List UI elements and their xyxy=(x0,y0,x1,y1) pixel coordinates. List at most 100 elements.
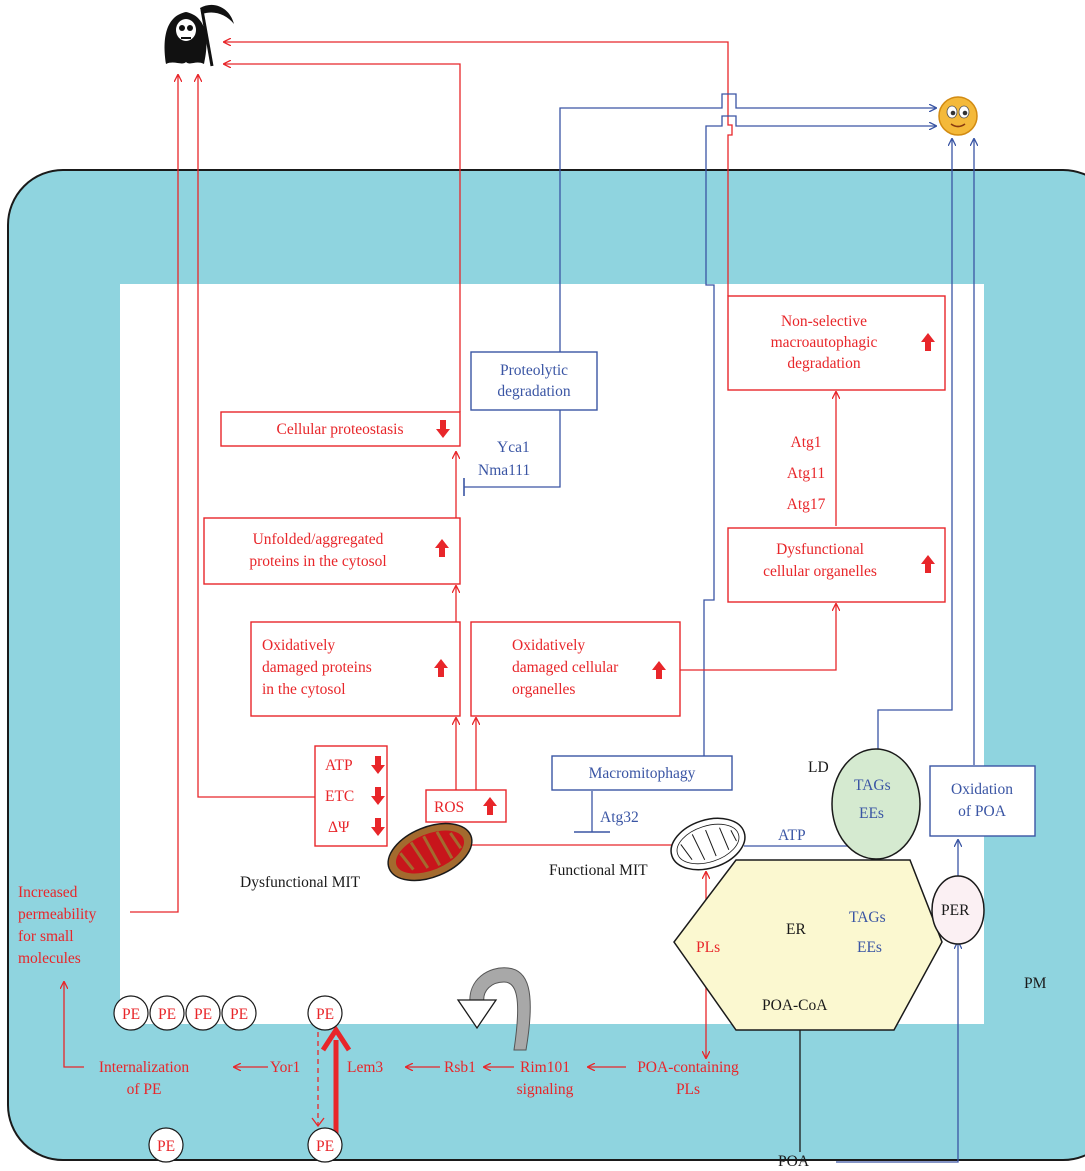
pe-circle-2: PE xyxy=(149,995,185,1031)
box-unfolded-proteins: Unfolded/aggregated proteins in the cyto… xyxy=(203,517,461,585)
label-per: PER xyxy=(941,902,970,919)
label-oxidation: Oxidation xyxy=(951,781,1013,798)
pe-label: PE xyxy=(230,1006,248,1023)
label-proteolytic: Proteolytic xyxy=(500,362,568,379)
label-ox-1: Oxidatively xyxy=(262,637,335,654)
label-er-tags: TAGs xyxy=(849,909,886,926)
label-oxo-2: damaged cellular xyxy=(512,659,619,676)
label-er: ER xyxy=(786,921,806,938)
label-lem3: Lem3 xyxy=(347,1059,383,1076)
label-delta-psi: ΔΨ xyxy=(328,819,350,836)
pe-label: PE xyxy=(157,1138,175,1155)
label-oxo-3: organelles xyxy=(512,681,575,698)
pe-label: PE xyxy=(316,1006,334,1023)
functional-mitochondrion xyxy=(670,817,746,871)
box-oxidation-poa: Oxidation of POA xyxy=(929,765,1036,837)
label-functional-mit: Functional MIT xyxy=(549,862,648,879)
label-internalization-2: of PE xyxy=(127,1081,162,1098)
label-cellular-organelles: cellular organelles xyxy=(763,563,877,580)
label-atg32: Atg32 xyxy=(600,809,639,826)
peroxisome xyxy=(931,875,985,945)
label-pls: PLs xyxy=(696,939,720,956)
grim-reaper-icon xyxy=(164,4,234,67)
box-ros: ROS xyxy=(425,789,507,823)
label-poa: POA xyxy=(778,1153,810,1170)
label-yor1: Yor1 xyxy=(270,1059,300,1076)
label-oxo-1: Oxidatively xyxy=(512,637,585,654)
label-poa-pls-2: PLs xyxy=(676,1081,700,1098)
autophagy-to-death-line xyxy=(224,42,733,296)
box-oxidatively-damaged-organelles: Oxidatively damaged cellular organelles xyxy=(470,621,681,717)
label-poa-coa: POA-CoA xyxy=(762,997,828,1014)
label-ld: LD xyxy=(808,759,829,776)
label-pm: PM xyxy=(1024,975,1047,992)
internalization-to-permeability-arrow xyxy=(64,982,84,1068)
pe-circle-5: PE xyxy=(307,995,343,1031)
box-non-selective-autophagy: Non-selective macroautophagic degradatio… xyxy=(727,295,946,391)
label-ox-3: in the cytosol xyxy=(262,681,346,698)
label-rim101-2: signaling xyxy=(517,1081,574,1098)
pe-label: PE xyxy=(316,1138,334,1155)
label-nma111: Nma111 xyxy=(478,462,530,479)
proteostasis-to-death-line xyxy=(224,64,461,412)
permeability-to-death-line xyxy=(130,75,178,913)
label-permeability-3: for small xyxy=(18,928,74,945)
label-ros: ROS xyxy=(434,799,464,816)
label-atp: ATP xyxy=(325,757,353,774)
box-mito-status: ATP ETC ΔΨ xyxy=(314,745,388,847)
label-ld-tags: TAGs xyxy=(854,777,891,794)
label-cellular-proteostasis: Cellular proteostasis xyxy=(277,421,404,438)
label-atg1: Atg1 xyxy=(791,434,822,451)
pe-circle-3: PE xyxy=(185,995,221,1031)
pe-circle-6: PE xyxy=(148,1127,184,1163)
lem3-thick-arrowhead xyxy=(320,1025,352,1052)
curved-arrow-icon xyxy=(456,967,531,1051)
label-ld-ees: EEs xyxy=(859,805,884,822)
label-atg11: Atg11 xyxy=(787,465,825,482)
label-non-selective: Non-selective xyxy=(781,313,867,330)
proteolytic-to-survival-line xyxy=(559,93,936,352)
box-oxidatively-damaged-proteins: Oxidatively damaged proteins in the cyto… xyxy=(250,621,461,717)
label-dysfunctional: Dysfunctional xyxy=(776,541,864,558)
pe-label: PE xyxy=(194,1006,212,1023)
label-poa-pls-1: POA-containing xyxy=(637,1059,739,1076)
label-yca1: Yca1 xyxy=(497,439,530,456)
ld-to-survival-line xyxy=(877,139,952,762)
oxorganelles-to-dysfunctional-arrow xyxy=(680,604,836,671)
label-macroautophagic: macroautophagic xyxy=(771,334,878,351)
poa-to-per-arrow xyxy=(836,942,958,1163)
label-atg17: Atg17 xyxy=(787,496,826,513)
pe-circle-1: PE xyxy=(113,995,149,1031)
label-permeability-4: molecules xyxy=(18,950,81,967)
label-permeability-2: permeability xyxy=(18,906,97,923)
pe-label: PE xyxy=(158,1006,176,1023)
label-macromitophagy: Macromitophagy xyxy=(589,765,696,782)
label-permeability-1: Increased xyxy=(18,884,78,901)
label-proteins-cytosol: proteins in the cytosol xyxy=(249,553,386,570)
macromitophagy-to-survival-line xyxy=(703,115,936,756)
pe-label: PE xyxy=(122,1006,140,1023)
label-er-ees: EEs xyxy=(857,939,882,956)
dysfunctional-mitochondrion xyxy=(387,822,473,882)
label-degradation-blue: degradation xyxy=(497,383,570,400)
label-ox-2: damaged proteins xyxy=(262,659,372,676)
smiley-face-icon xyxy=(938,96,978,136)
box-macromitophagy: Macromitophagy xyxy=(551,755,733,791)
box-proteolytic-degradation: Proteolytic degradation xyxy=(470,351,598,411)
label-of-poa: of POA xyxy=(958,803,1007,820)
lipid-droplet xyxy=(831,748,921,860)
label-degradation: degradation xyxy=(787,355,860,372)
label-rim101-1: Rim101 xyxy=(520,1059,570,1076)
label-atp-functional: ATP xyxy=(778,827,806,844)
label-unfolded: Unfolded/aggregated xyxy=(253,531,384,548)
pe-flip-dashed-arrowhead xyxy=(311,1117,325,1128)
label-internalization-1: Internalization xyxy=(99,1059,190,1076)
mito-status-to-death-line xyxy=(198,75,315,798)
box-cellular-proteostasis: Cellular proteostasis xyxy=(220,411,461,447)
label-dysfunctional-mit: Dysfunctional MIT xyxy=(240,874,361,891)
proteolytic-inhibition-line xyxy=(464,410,561,488)
box-dysfunctional-organelles: Dysfunctional cellular organelles xyxy=(727,527,946,603)
pe-circle-7: PE xyxy=(307,1127,343,1163)
